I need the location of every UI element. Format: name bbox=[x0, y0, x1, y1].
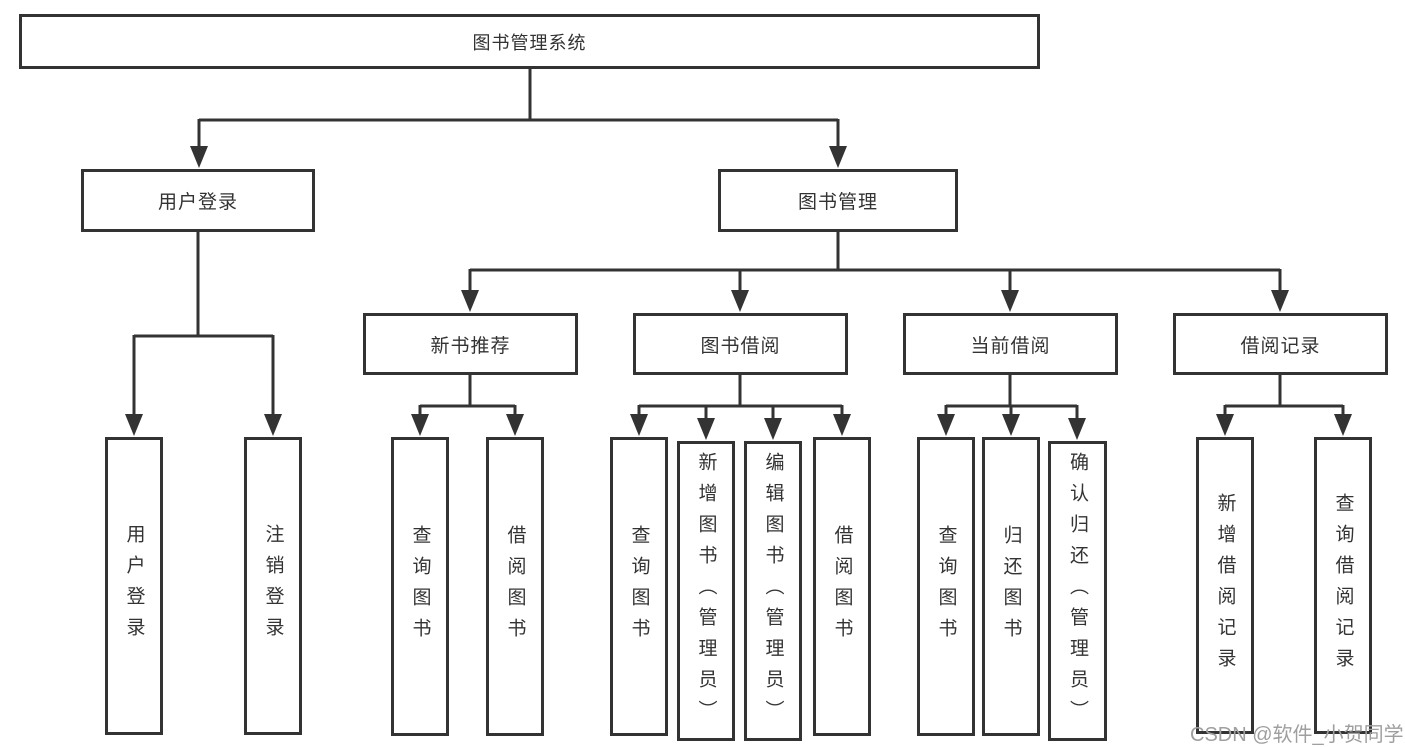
arrowhead-icon bbox=[630, 414, 648, 436]
leaf-return-books: 归还图书 bbox=[982, 437, 1040, 736]
leaf-query-books: 查询图书 bbox=[610, 437, 668, 736]
leaf-borrow-books: 借阅图书 bbox=[813, 437, 871, 736]
node-book-management: 图书管理 bbox=[718, 169, 958, 232]
arrowhead-icon bbox=[1271, 290, 1289, 312]
node-label: 新增借阅记录 bbox=[1214, 492, 1236, 679]
node-label: 借阅记录 bbox=[1240, 335, 1321, 357]
node-label: 注销登录 bbox=[262, 524, 284, 648]
node-label: 查询图书 bbox=[628, 524, 650, 649]
node-book-borrow: 图书借阅 bbox=[633, 313, 848, 375]
connector-new-book-branch bbox=[418, 374, 517, 416]
leaf-query-books: 查询图书 bbox=[391, 437, 449, 736]
node-borrow-records: 借阅记录 bbox=[1173, 313, 1388, 375]
arrowhead-icon bbox=[264, 414, 282, 436]
connector-book-mgmt-to-level3 bbox=[468, 231, 1282, 292]
node-label: 图书管理系统 bbox=[472, 32, 587, 53]
arrowhead-icon bbox=[506, 414, 524, 436]
node-label: 归还图书 bbox=[1000, 524, 1022, 649]
arrowhead-icon bbox=[829, 146, 847, 168]
leaf-confirm-return-admin: 确认归还（管理员） bbox=[1048, 441, 1107, 741]
arrowhead-icon bbox=[697, 418, 715, 440]
node-label: 新增图书（管理员） bbox=[695, 451, 717, 731]
connector-borrow-records-branch bbox=[1223, 374, 1345, 416]
arrowhead-icon bbox=[1068, 418, 1086, 440]
connector-current-borrow-branch bbox=[944, 374, 1079, 420]
node-current-borrow: 当前借阅 bbox=[903, 313, 1118, 375]
node-label: 借阅图书 bbox=[504, 524, 526, 649]
leaf-borrow-books: 借阅图书 bbox=[486, 437, 544, 736]
node-user-login: 用户登录 bbox=[81, 169, 315, 232]
node-label: 确认归还（管理员） bbox=[1067, 451, 1088, 731]
leaf-logout: 注销登录 bbox=[244, 437, 302, 735]
csdn-watermark: CSDN @软件_小贺同学 bbox=[1190, 724, 1404, 746]
node-label: 当前借阅 bbox=[970, 335, 1051, 357]
node-label: 借阅图书 bbox=[831, 524, 853, 649]
leaf-query-books: 查询图书 bbox=[917, 437, 975, 736]
connector-root-to-level2 bbox=[197, 67, 840, 148]
node-new-book-recommend: 新书推荐 bbox=[363, 313, 578, 375]
node-label: 图书借阅 bbox=[700, 335, 781, 357]
arrowhead-icon bbox=[1002, 414, 1020, 436]
node-label: 查询图书 bbox=[409, 524, 431, 649]
node-label: 查询图书 bbox=[935, 524, 957, 649]
leaf-edit-books-admin: 编辑图书（管理员） bbox=[744, 441, 802, 741]
node-label: 用户登录 bbox=[123, 524, 145, 648]
arrowhead-icon bbox=[461, 290, 479, 312]
arrowhead-icon bbox=[764, 418, 782, 440]
leaf-add-borrow-record: 新增借阅记录 bbox=[1196, 437, 1254, 734]
node-label: 查询借阅记录 bbox=[1332, 492, 1354, 679]
node-label: 用户登录 bbox=[157, 192, 238, 213]
arrowhead-icon bbox=[1001, 290, 1019, 312]
connector-book-borrow-branch bbox=[637, 374, 844, 420]
node-library-management-system: 图书管理系统 bbox=[19, 14, 1040, 69]
arrowhead-icon bbox=[125, 414, 143, 436]
arrowhead-icon bbox=[833, 414, 851, 436]
arrowhead-icon bbox=[1334, 414, 1352, 436]
connector-user-login-branch bbox=[132, 231, 275, 416]
node-label: 图书管理 bbox=[797, 192, 878, 213]
leaf-user-login: 用户登录 bbox=[105, 437, 163, 735]
node-label: 编辑图书（管理员） bbox=[762, 451, 784, 731]
leaf-add-books-admin: 新增图书（管理员） bbox=[677, 441, 735, 741]
arrowhead-icon bbox=[1216, 414, 1234, 436]
arrowhead-icon bbox=[190, 146, 208, 168]
arrowhead-icon bbox=[411, 414, 429, 436]
leaf-query-borrow-record: 查询借阅记录 bbox=[1314, 437, 1372, 734]
node-label: 新书推荐 bbox=[430, 335, 511, 357]
arrowhead-icon bbox=[937, 414, 955, 436]
arrowhead-icon bbox=[731, 290, 749, 312]
